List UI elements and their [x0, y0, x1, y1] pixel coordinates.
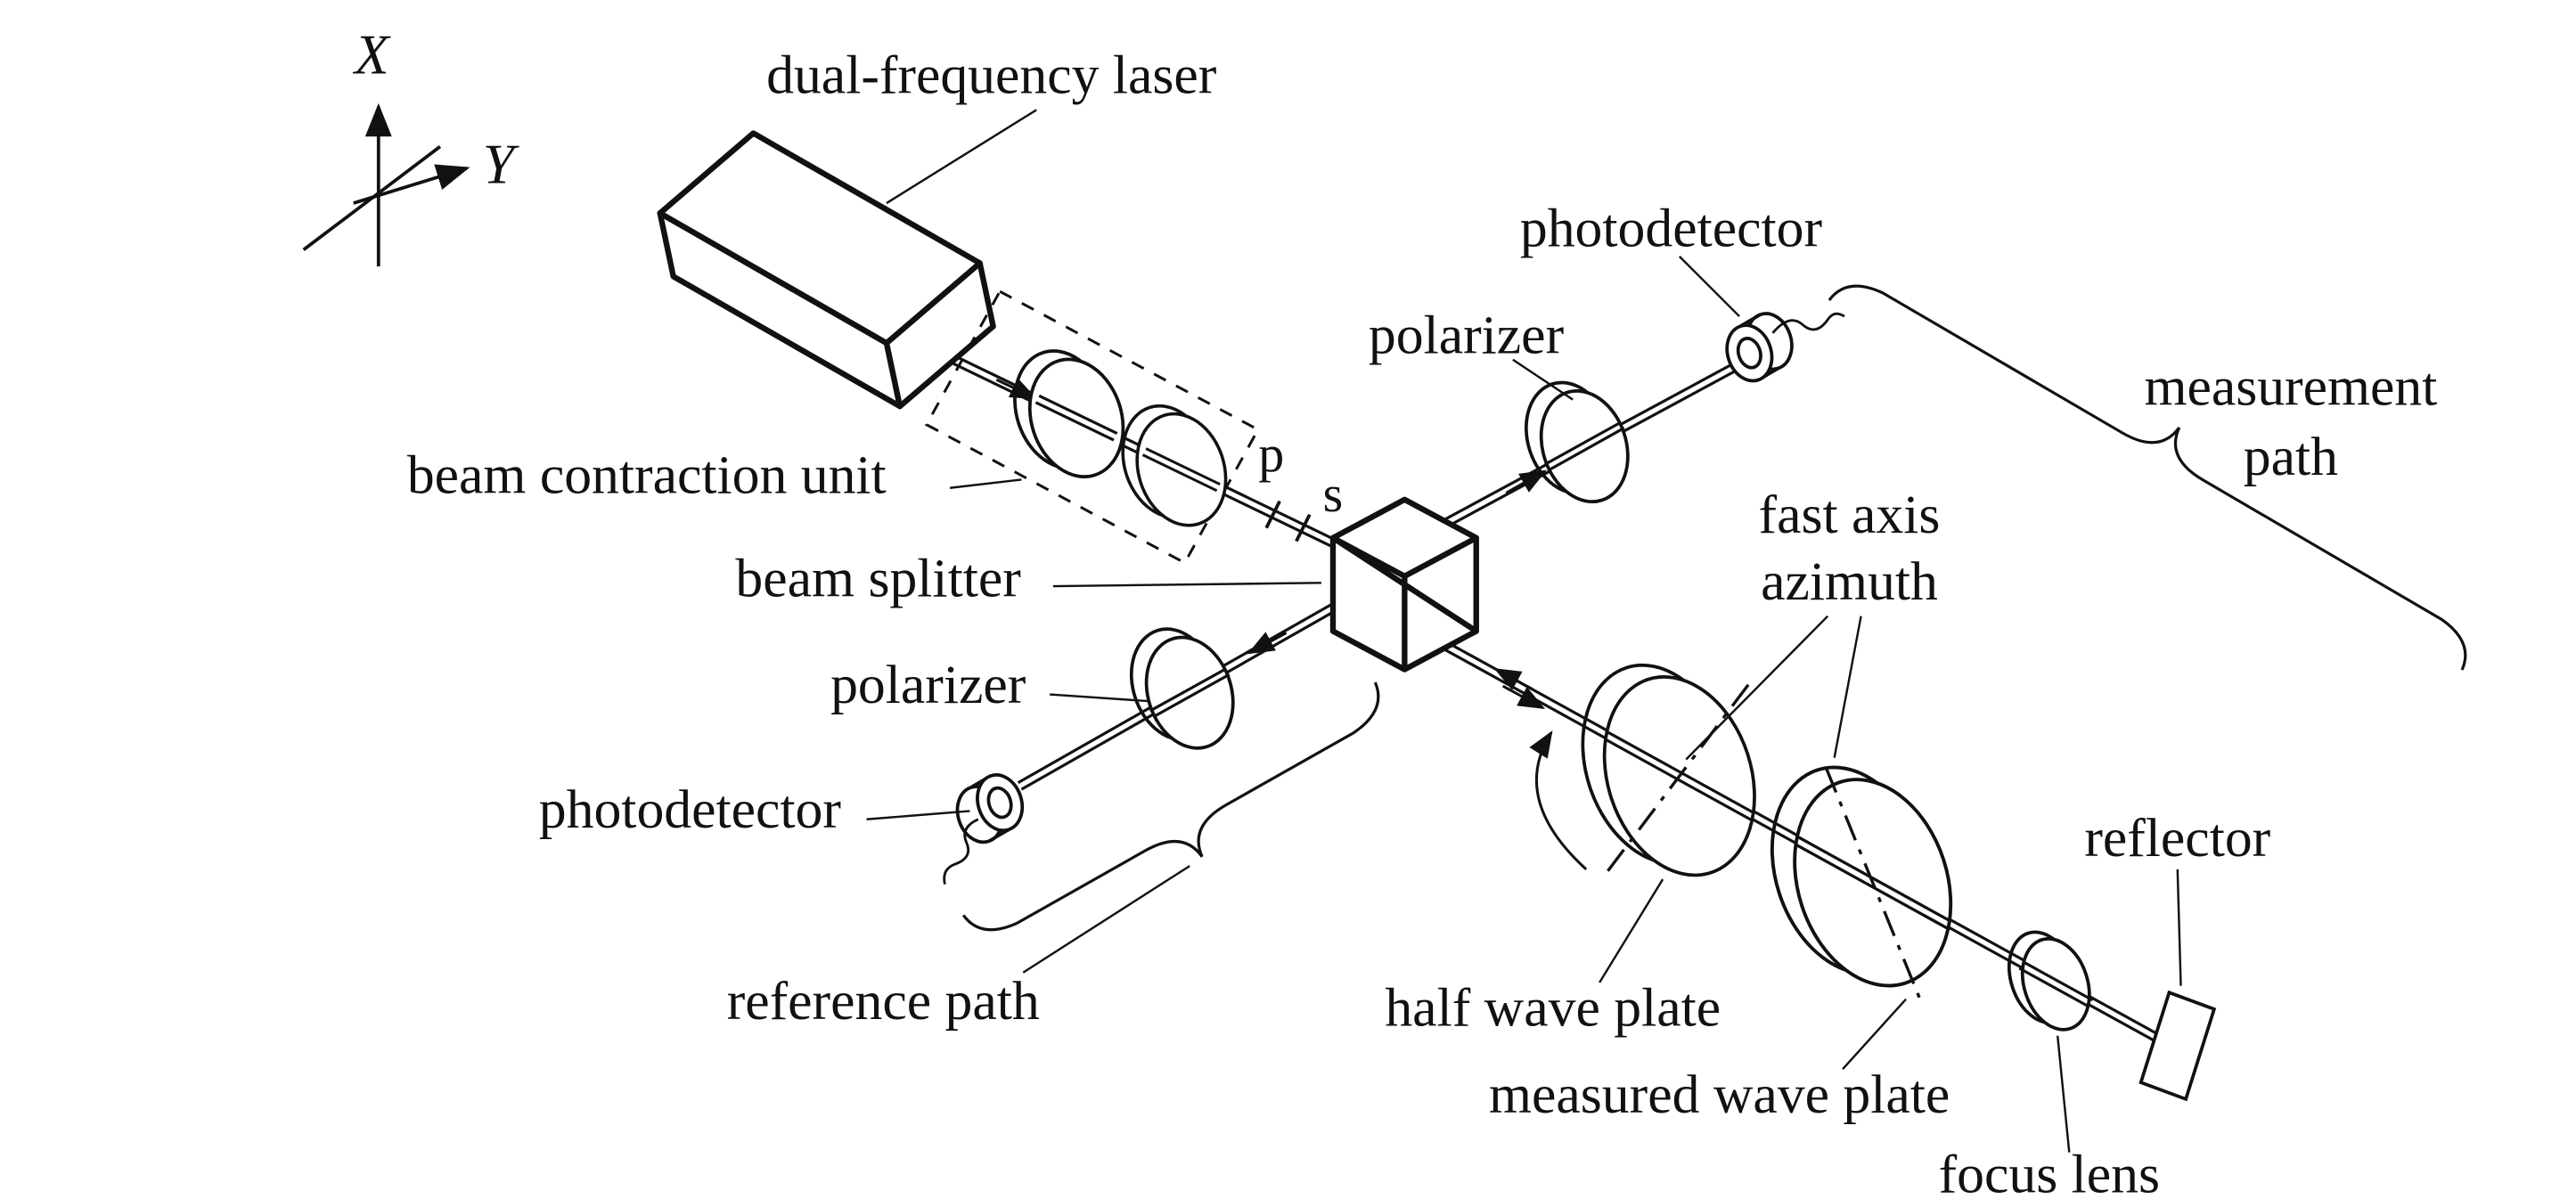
polarizer-top-leader — [1512, 358, 1574, 401]
fast-axis-leader-2 — [1833, 616, 1862, 758]
half-wave-plate-label: half wave plate — [1385, 978, 1721, 1039]
splitter-diagonal — [1331, 535, 1478, 634]
x-axis-label: X — [352, 22, 391, 86]
p-label: p — [1258, 425, 1284, 483]
reference-detector-wire — [943, 818, 979, 885]
fast-axis-leader-1 — [1685, 615, 1829, 761]
reference-photodetector — [948, 767, 1031, 850]
measurement-photodetector — [1718, 306, 1801, 388]
dual-frequency-laser — [657, 130, 996, 410]
measured-wave-plate-label: measured wave plate — [1489, 1064, 1950, 1125]
reflector-label: reflector — [2084, 808, 2270, 869]
reference-path-label: reference path — [727, 971, 1040, 1032]
z-axis-line — [302, 145, 442, 251]
photodetector-top-leader — [1678, 256, 1740, 318]
contraction-lens-2 — [1107, 392, 1241, 539]
reference-polarizer — [1116, 616, 1249, 762]
reflector-leader — [2176, 869, 2182, 986]
photodetector-ref-label: photodetector — [539, 779, 841, 840]
measurement-detector-arrow — [1505, 469, 1547, 494]
contraction-lens-1 — [998, 337, 1140, 491]
measurement-polarizer — [1510, 369, 1644, 515]
measurement-path-label-1: measurement — [2144, 356, 2437, 417]
coordinate-axes: X Y — [302, 22, 519, 267]
y-axis-label: Y — [483, 133, 519, 196]
reference-path-brace — [961, 681, 1380, 932]
rotation-arrow — [1529, 730, 1588, 870]
photodetector-ref-leader — [866, 810, 970, 820]
measured-wave-plate-leader — [1842, 998, 1907, 1070]
laser-label: dual-frequency laser — [766, 45, 1216, 106]
reference-path-leader — [1022, 865, 1190, 974]
measurement-detector-wire — [1771, 312, 1845, 334]
laser-input-beam — [930, 345, 1336, 548]
fast-axis-label-1: fast axis — [1759, 485, 1941, 545]
p-polarization-tick — [1264, 500, 1281, 529]
s-label: s — [1323, 465, 1344, 523]
focus-lens-label: focus lens — [1939, 1145, 2160, 1199]
half-wave-plate — [1556, 643, 1781, 897]
beam-splitter-cube — [1329, 496, 1479, 673]
beam-contraction-label: beam contraction unit — [407, 445, 887, 505]
measurement-path-brace — [1828, 284, 2467, 671]
measured-wave-plate — [1745, 745, 1978, 1008]
focus-lens-leader — [2056, 1035, 2071, 1153]
beam-splitter-leader — [1052, 582, 1321, 588]
forward-beam-arrow — [1501, 684, 1546, 709]
beam-contraction-leader — [949, 478, 1022, 489]
focus-lens — [1996, 921, 2103, 1040]
half-wave-plate-fast-axis — [1607, 680, 1753, 872]
polarizer-top-label: polarizer — [1369, 305, 1564, 365]
laser-leader — [886, 109, 1037, 205]
fast-axis-label-2: azimuth — [1761, 551, 1938, 612]
measured-wave-plate-fast-axis — [1824, 767, 1921, 999]
reference-beam-arrow — [1247, 632, 1288, 655]
photodetector-top-label: photodetector — [1520, 199, 1822, 259]
return-beam-arrow — [1493, 668, 1534, 691]
measurement-path-label-2: path — [2244, 427, 2338, 487]
polarizer-ref-label: polarizer — [830, 655, 1026, 715]
polarizer-ref-leader — [1050, 693, 1149, 703]
s-polarization-tick — [1295, 513, 1312, 542]
beam-splitter-label: beam splitter — [735, 548, 1020, 608]
reflector — [2138, 990, 2217, 1102]
half-wave-plate-leader — [1599, 878, 1664, 983]
